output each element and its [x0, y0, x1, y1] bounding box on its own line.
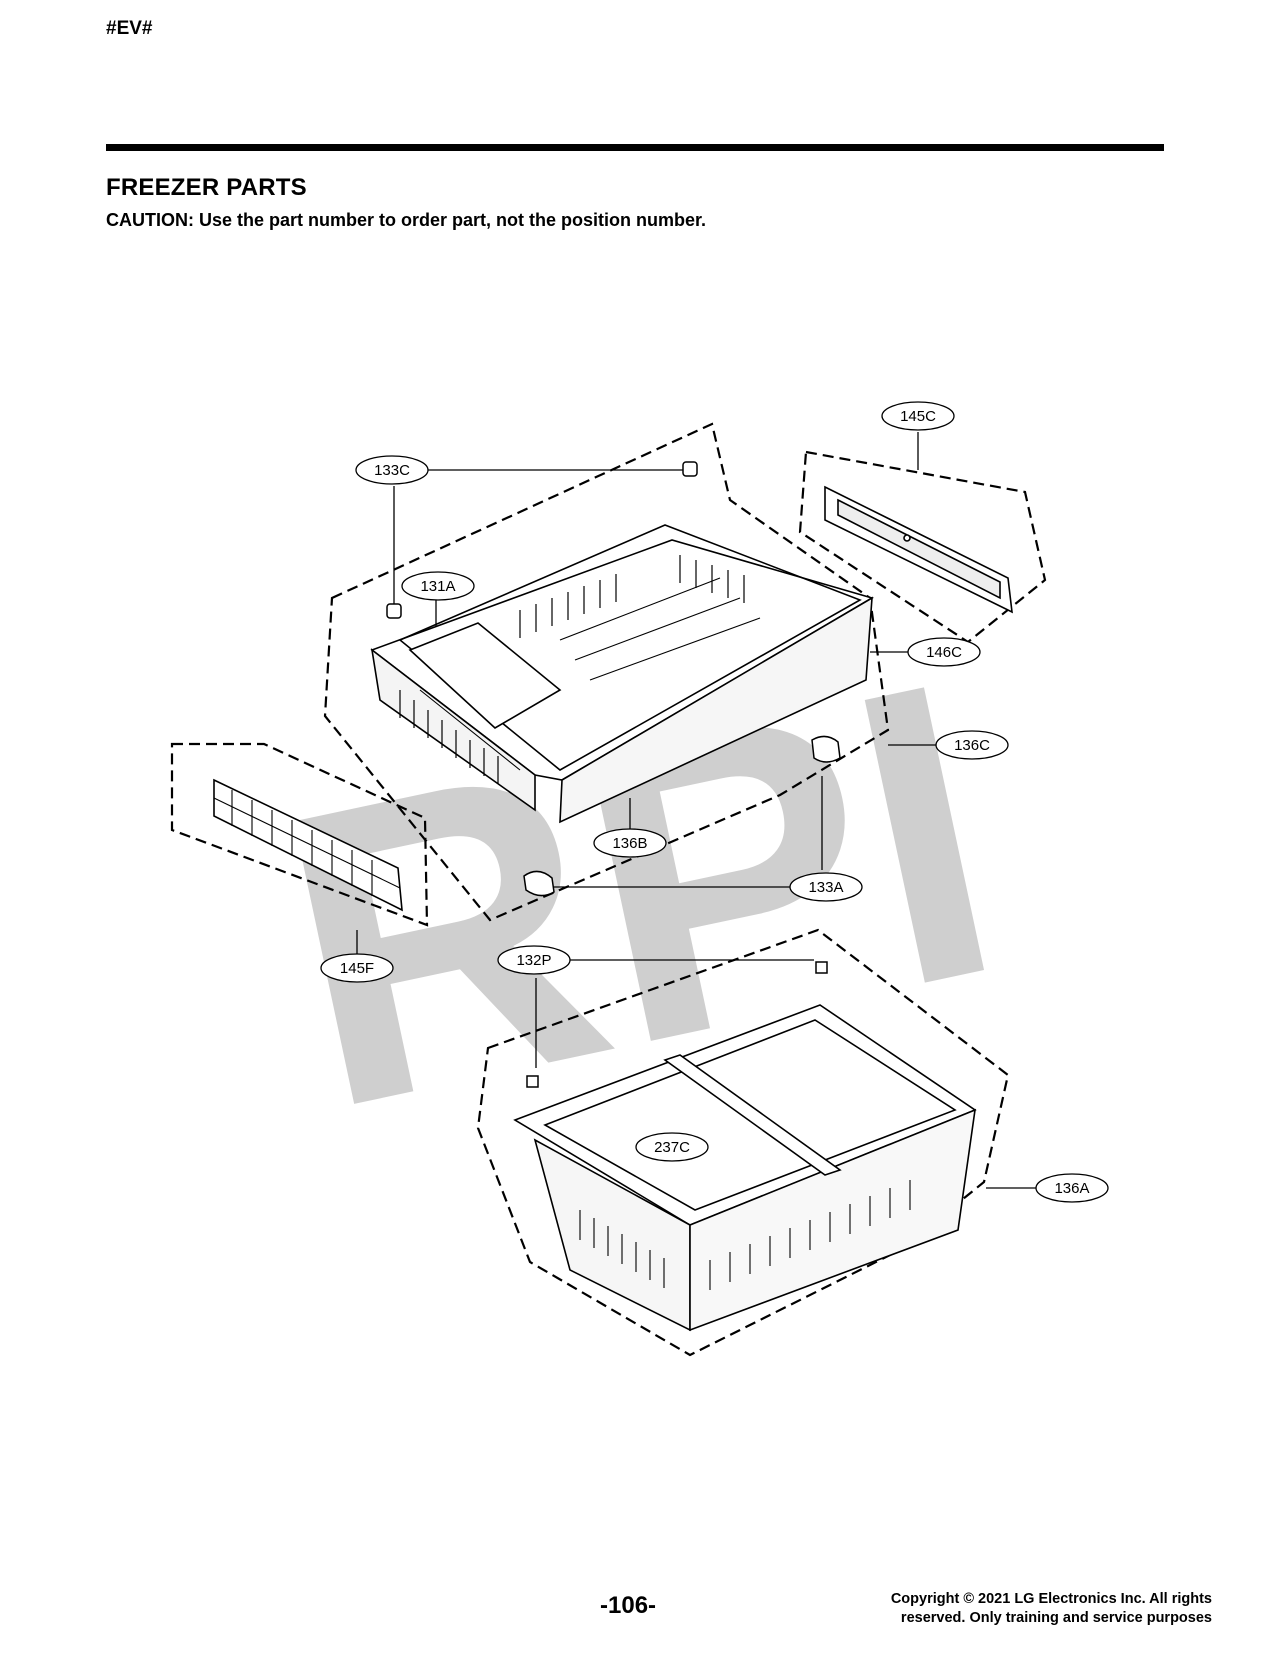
document-tag: #EV# — [106, 18, 153, 39]
svg-text:136A: 136A — [1054, 1180, 1089, 1197]
basket-vent-slots — [579, 1180, 911, 1290]
copyright-notice: Copyright © 2021 LG Electronics Inc. All… — [891, 1590, 1212, 1628]
callout-136b: 136B — [593, 828, 667, 858]
section-title: FREEZER PARTS — [106, 174, 307, 201]
svg-text:133A: 133A — [808, 879, 843, 896]
callout-146c: 146C — [907, 637, 981, 667]
rail-145c-group-outline — [798, 450, 1047, 644]
callout-133a: 133A — [789, 872, 863, 902]
roller-133a-left — [523, 870, 555, 897]
callout-145f: 145F — [320, 953, 394, 983]
callout-133c: 133C — [355, 455, 429, 485]
svg-text:237C: 237C — [654, 1139, 690, 1156]
drawer-vent-slots — [399, 555, 745, 784]
roller-133a-right — [811, 735, 841, 763]
svg-text:136C: 136C — [954, 737, 990, 754]
clip-132p-right — [815, 961, 828, 974]
rail-145f-group-outline — [170, 742, 429, 927]
callout-145c: 145C — [881, 401, 955, 431]
upper-drawer-group-outline — [323, 422, 890, 922]
header-rule — [106, 144, 1164, 151]
clip-132p-left — [526, 1075, 539, 1088]
svg-text:146C: 146C — [926, 644, 962, 661]
svg-text:132P: 132P — [516, 952, 551, 969]
stopper-133c-right — [682, 461, 698, 477]
caution-note: CAUTION: Use the part number to order pa… — [106, 210, 707, 230]
callout-136c: 136C — [935, 730, 1009, 760]
callout-132p: 132P — [497, 945, 571, 975]
page-number: -106- — [600, 1592, 657, 1619]
callout-131a: 131A — [401, 571, 475, 601]
stopper-133c-left — [386, 603, 402, 619]
lower-freezer-basket — [513, 1004, 977, 1332]
svg-text:131A: 131A — [420, 578, 455, 595]
callout-136a: 136A — [1035, 1173, 1109, 1203]
rail-145c — [824, 485, 1013, 614]
svg-text:136B: 136B — [612, 835, 647, 852]
copyright-line-1: Copyright © 2021 LG Electronics Inc. All… — [890, 1591, 1212, 1607]
svg-text:145C: 145C — [900, 408, 936, 425]
rail-145f — [213, 778, 403, 912]
svg-text:145F: 145F — [340, 960, 374, 977]
copyright-line-2: reserved. Only training and service purp… — [900, 1610, 1212, 1626]
svg-text:133C: 133C — [374, 462, 410, 479]
upper-freezer-drawer — [370, 524, 875, 824]
callout-237c: 237C — [635, 1132, 709, 1162]
